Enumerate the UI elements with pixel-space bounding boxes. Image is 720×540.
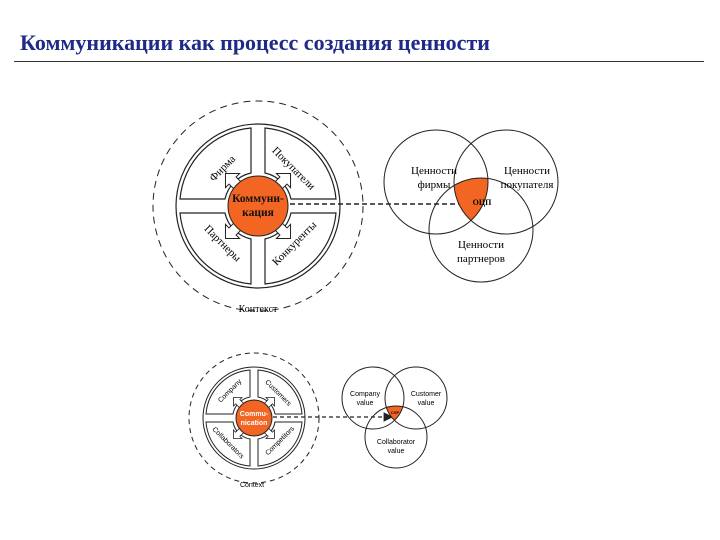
segment-bottom-right-small <box>257 421 303 467</box>
communication-diagram-en: Commu- nication Company Customers Collab… <box>188 352 448 489</box>
venn-label-customer-en-2: value <box>418 400 435 407</box>
venn-label-collaborator-1: Collaborator <box>377 439 416 446</box>
venn-label-customer-en-1: Customer <box>411 391 442 398</box>
venn-circle-customer-en <box>384 366 448 430</box>
venn-circle-customer <box>453 129 559 235</box>
venn-label-customer-1: Ценности <box>504 165 550 177</box>
context-label-small: Context <box>240 482 264 489</box>
segment-top-left-small <box>205 369 251 415</box>
venn-label-company-1: Company <box>350 391 380 398</box>
venn-label-partners-2: партнеров <box>457 253 505 265</box>
venn-label-firm-1: Ценности <box>411 165 457 177</box>
communication-diagram-ru: Коммуни- кация Фирма Покупатели Партнеры… <box>152 100 559 315</box>
venn-circle-collaborator <box>364 405 428 469</box>
venn-label-company-2: value <box>357 400 374 407</box>
core-label-line1: Коммуни- <box>232 193 284 205</box>
venn-circle-partners <box>428 177 534 283</box>
venn-intersection <box>454 178 488 234</box>
core-label-small-2: nication <box>241 420 268 427</box>
context-circle-small <box>188 352 320 484</box>
core-label-small-1: Commu- <box>240 411 269 418</box>
core-label-line2: кация <box>242 207 274 219</box>
value-venn-ru: Ценности фирмы Ценности покупателя Ценно… <box>383 129 559 283</box>
title-divider <box>14 61 704 62</box>
value-venn-en: Company value Customer value Collaborato… <box>341 366 448 469</box>
venn-label-firm-2: фирмы <box>418 179 451 191</box>
venn-circle-firm <box>383 129 489 235</box>
context-label: Контекст <box>239 304 278 315</box>
venn-circle-company <box>341 366 405 430</box>
segment-top-right-small <box>257 369 303 415</box>
venn-intersection-label-small: CVP <box>391 410 400 415</box>
venn-label-partners-1: Ценности <box>458 239 504 251</box>
segment-bottom-left-small <box>205 421 251 467</box>
communication-core <box>227 175 289 237</box>
venn-intersection-label: ОЦП <box>473 198 492 207</box>
communication-core-small <box>235 399 273 437</box>
venn-label-customer-2: покупателя <box>501 179 554 191</box>
page-title: Коммуникации как процесс создания ценнос… <box>20 30 490 55</box>
venn-label-collaborator-2: value <box>388 448 405 455</box>
context-circle <box>152 100 364 312</box>
